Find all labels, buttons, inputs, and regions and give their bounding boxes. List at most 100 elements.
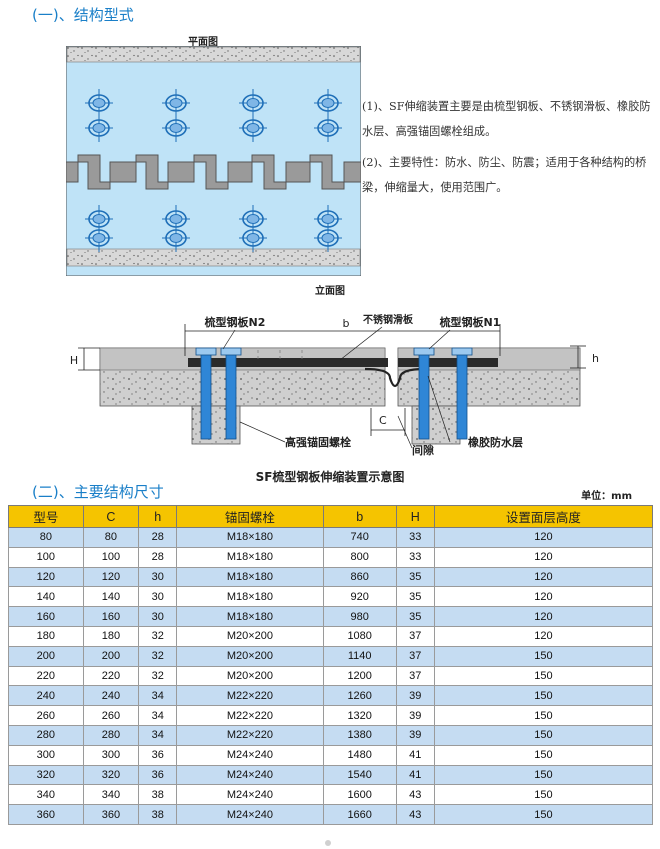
table-cell: 35 (395, 566, 435, 588)
table-cell: M24×240 (176, 804, 324, 825)
table-cell: 120 (8, 566, 84, 588)
table-cell: 280 (82, 724, 140, 746)
table-cell: M24×240 (176, 744, 324, 766)
table-cell: M20×200 (176, 645, 324, 667)
table-cell: 240 (82, 685, 140, 707)
table-cell: 39 (395, 705, 435, 726)
section-title-structure: (一)、结构型式 (32, 6, 134, 24)
label-anchor-bolt: 高强锚固螺栓 (285, 435, 351, 449)
table-cell: M18×180 (176, 527, 324, 548)
table-cell: 320 (82, 764, 140, 786)
table-cell: 38 (138, 804, 178, 825)
table-cell: 80 (82, 527, 140, 548)
table-cell: 28 (138, 527, 178, 548)
table-cell: 150 (433, 744, 654, 766)
table-cell: 300 (8, 744, 84, 766)
table-cell: 180 (82, 625, 140, 647)
table-cell: 1600 (322, 784, 397, 806)
table-cell: 120 (82, 566, 140, 588)
table-cell: 35 (395, 586, 435, 608)
table-cell: 120 (433, 527, 654, 548)
table-cell: 300 (82, 744, 140, 766)
table-cell: 37 (395, 665, 435, 687)
table-cell: 150 (433, 804, 654, 825)
label-comb-plate-n2: 梳型钢板N2 (204, 315, 266, 329)
col-header-model: 型号 (8, 505, 84, 528)
table-cell: M18×180 (176, 566, 324, 588)
table-cell: 32 (138, 645, 178, 667)
table-cell: 120 (433, 625, 654, 647)
description-item-1: (1)、SF伸缩装置主要是由梳型钢板、不锈钢滑板、橡胶防水层、高强锚固螺栓组成。 (362, 100, 651, 138)
table-cell: 140 (82, 586, 140, 608)
table-cell: 36 (138, 744, 178, 766)
table-cell: 260 (8, 705, 84, 726)
label-gap: 间隙 (412, 443, 434, 457)
table-cell: M22×220 (176, 705, 324, 726)
table-cell: 360 (8, 804, 84, 825)
dimension-H-label: H (70, 354, 78, 367)
table-cell: M20×200 (176, 665, 324, 687)
table-cell: 30 (138, 566, 178, 588)
table-cell: 980 (322, 606, 397, 627)
table-cell: 37 (395, 625, 435, 647)
table-cell: 150 (433, 705, 654, 726)
scroll-indicator (325, 840, 331, 846)
table-cell: 100 (82, 546, 140, 568)
table-cell: 740 (322, 527, 397, 548)
table-cell: 33 (395, 546, 435, 568)
label-stainless-slide: 不锈钢滑板 (363, 313, 414, 326)
table-header-row: 型号 C h 锚固螺栓 b H 设置面层高度 (8, 505, 654, 528)
table-cell: 32 (138, 665, 178, 687)
table-cell: 860 (322, 566, 397, 588)
table-cell: 140 (8, 586, 84, 608)
table-cell: 920 (322, 586, 397, 608)
plan-view-label: 平面图 (188, 37, 218, 48)
col-header-anchor-bolt: 锚固螺栓 (176, 505, 324, 528)
table-cell: 1200 (322, 665, 397, 687)
table-cell: 34 (138, 724, 178, 746)
table-cell: M20×200 (176, 625, 324, 647)
table-cell: M24×240 (176, 784, 324, 806)
table-cell: 180 (8, 625, 84, 647)
description: (1)、SF伸缩装置主要是由梳型钢板、不锈钢滑板、橡胶防水层、高强锚固螺栓组成。… (362, 94, 652, 206)
table-cell: 39 (395, 724, 435, 746)
table-cell: 1080 (322, 625, 397, 647)
table-cell: 320 (8, 764, 84, 786)
col-header-b: b (322, 505, 397, 528)
table-cell: 150 (433, 724, 654, 746)
table-cell: 43 (395, 804, 435, 825)
table-cell: 41 (395, 744, 435, 766)
table-cell: 39 (395, 685, 435, 707)
table-cell: 38 (138, 784, 178, 806)
table-cell: 150 (433, 764, 654, 786)
table-cell: M22×220 (176, 685, 324, 707)
table-cell: 150 (433, 784, 654, 806)
plan-view-diagram (66, 46, 361, 276)
table-cell: 35 (395, 606, 435, 627)
table-cell: M18×180 (176, 606, 324, 627)
elevation-view-diagram: b 梳型钢板N2 不锈钢滑板 梳型钢板N1 H h C 高强锚固螺栓 间隙 橡胶… (70, 313, 599, 457)
table-cell: 360 (82, 804, 140, 825)
table-cell: 1260 (322, 685, 397, 707)
table-cell: 200 (82, 645, 140, 667)
col-header-H: H (395, 505, 435, 528)
table-cell: M18×180 (176, 546, 324, 568)
table-cell: 33 (395, 527, 435, 548)
col-header-C: C (82, 505, 140, 528)
dimension-b-label: b (343, 317, 350, 330)
table-cell: 340 (82, 784, 140, 806)
table-cell: 30 (138, 586, 178, 608)
table-cell: 120 (433, 606, 654, 627)
table-cell: 32 (138, 625, 178, 647)
